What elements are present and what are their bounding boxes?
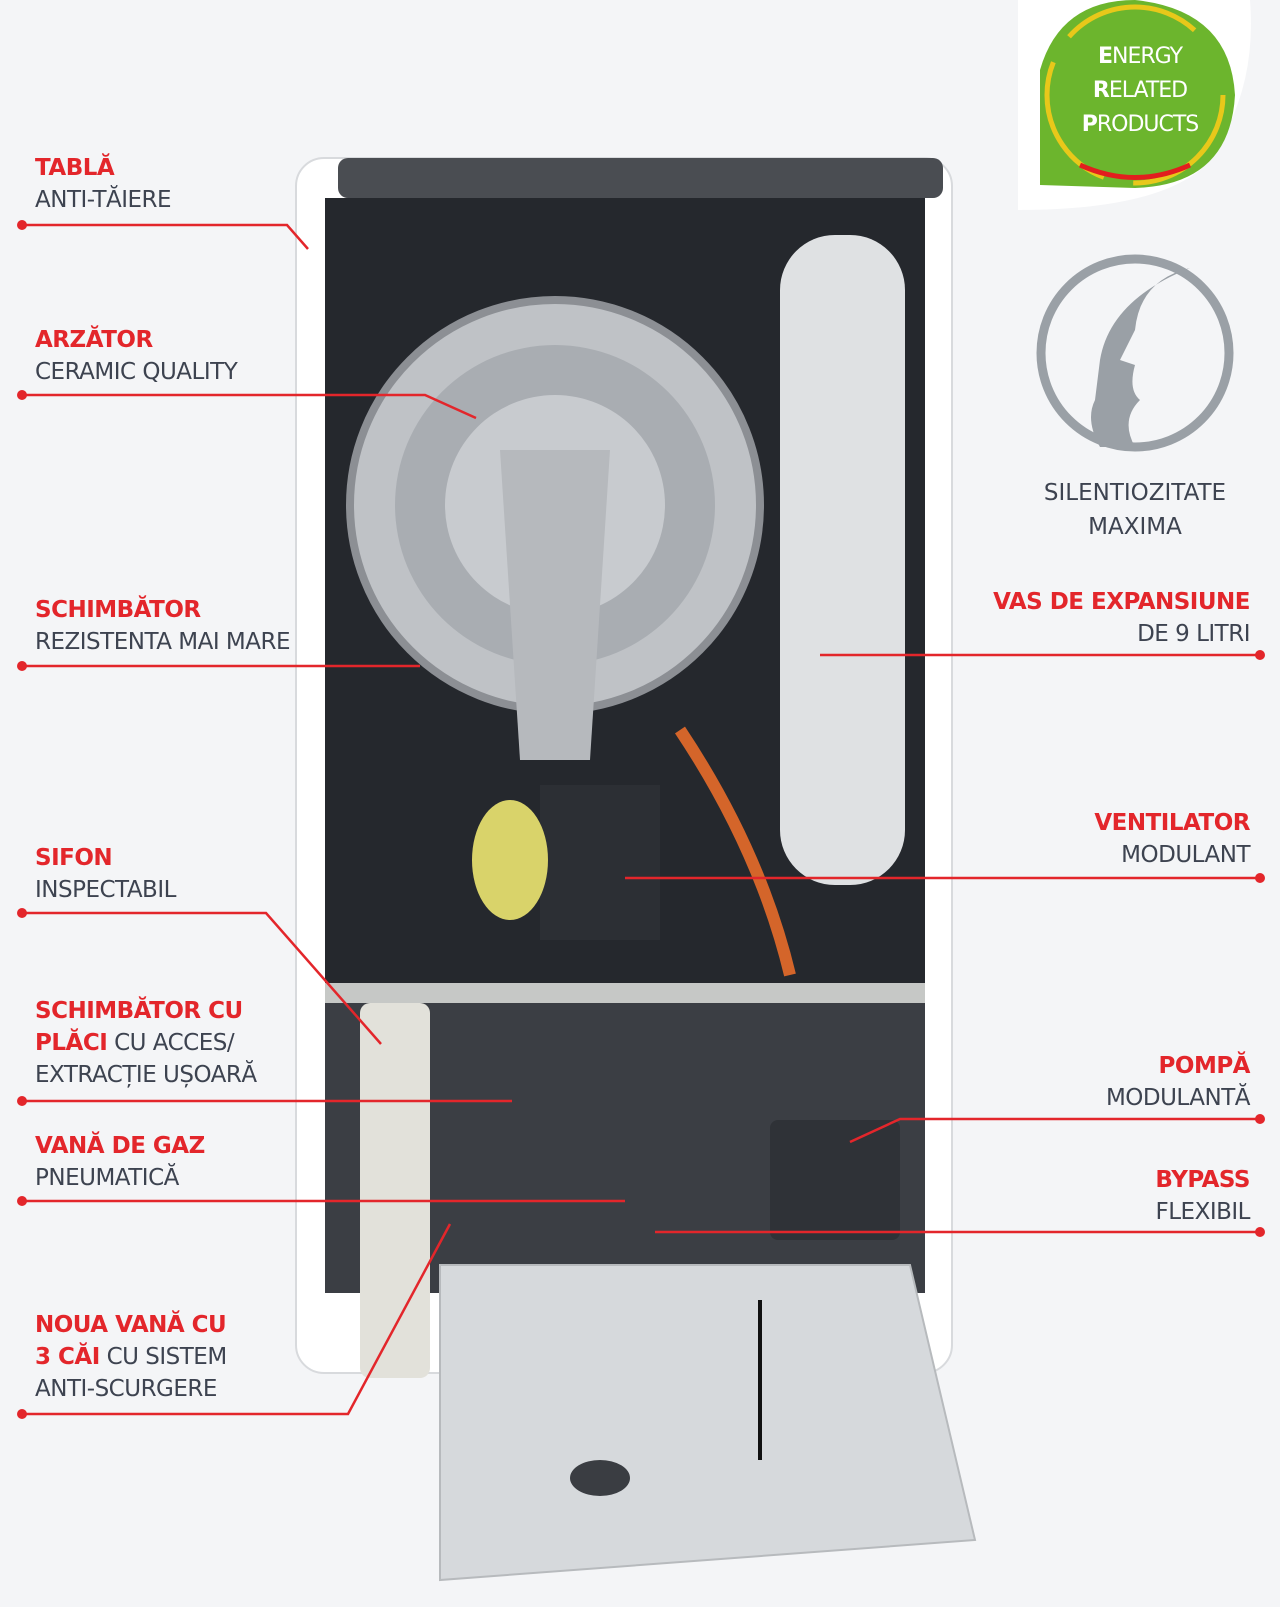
boiler-body bbox=[295, 157, 977, 1582]
silence-icon bbox=[1036, 254, 1234, 452]
energy-badge-text: ENERGY RELATED PRODUCTS bbox=[1081, 44, 1200, 137]
label-schimbator-placi: SCHIMBĂTOR CU PLĂCI CU ACCES/ EXTRACȚIE … bbox=[35, 998, 257, 1088]
label-vana-3-cai: NOUA VANĂ CU 3 CĂI CU SISTEM ANTI-SCURGE… bbox=[35, 1312, 227, 1402]
energy-related-products-logo bbox=[1018, 0, 1251, 210]
leader-lines bbox=[22, 223, 1260, 1416]
leader-dots bbox=[17, 220, 1265, 1419]
